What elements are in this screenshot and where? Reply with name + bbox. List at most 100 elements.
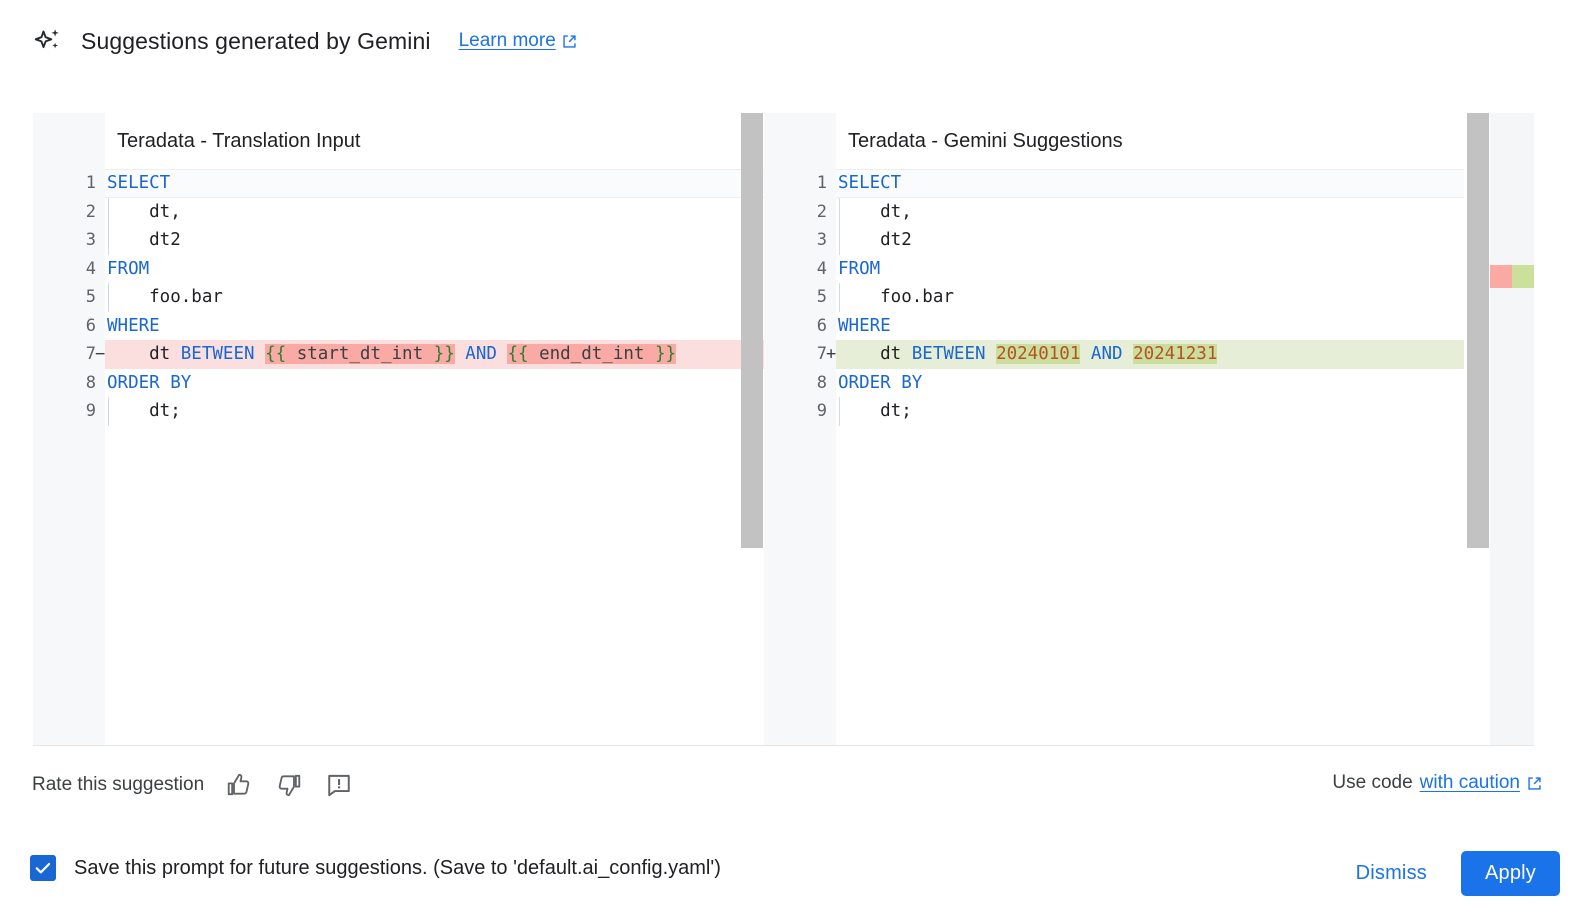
thumb-down-icon[interactable] (274, 770, 304, 800)
line-number: 5 (816, 287, 827, 307)
code-token (1080, 344, 1091, 364)
code-token: dt2 (838, 230, 912, 250)
code-token: FROM (107, 258, 150, 279)
page-title: Suggestions generated by Gemini (81, 27, 431, 54)
code-token: BETWEEN (911, 344, 986, 364)
code-area-left[interactable]: Teradata - Translation Input SELECT dt, … (105, 113, 764, 745)
code-token: dt2 (107, 230, 181, 250)
diff-marker: + (826, 344, 837, 364)
code-token: {{ (507, 344, 529, 364)
code-token: WHERE (838, 315, 891, 336)
sparkle-icon (30, 24, 64, 58)
indent-guide (108, 197, 109, 226)
code-line[interactable]: SELECT (105, 169, 764, 198)
code-line[interactable]: dt, (105, 197, 764, 226)
code-line[interactable]: dt BETWEEN {{ start_dt_int }} AND {{ end… (105, 340, 764, 369)
line-number: 3 (85, 230, 96, 250)
code-line[interactable]: dt; (836, 397, 1464, 426)
line-number: 6 (85, 315, 96, 336)
code-line[interactable]: ORDER BY (836, 369, 1464, 398)
code-line[interactable]: dt, (836, 197, 1464, 226)
diff-overview-ruler[interactable] (1489, 113, 1534, 745)
thumb-up-icon[interactable] (224, 770, 254, 800)
with-caution-link[interactable]: with caution (1419, 772, 1520, 793)
indent-guide (839, 197, 840, 226)
scrollbar-left[interactable] (741, 113, 763, 745)
code-line[interactable]: foo.bar (105, 283, 764, 312)
indent-guide (839, 397, 840, 426)
line-number: 7− (33, 340, 106, 369)
code-token (1123, 344, 1134, 364)
code-line[interactable]: FROM (836, 255, 1464, 284)
code-token: AND (1090, 344, 1123, 364)
use-code-prefix: Use code (1332, 772, 1413, 793)
pane-title-right: Teradata - Gemini Suggestions (848, 130, 1123, 152)
line-number: 1 (816, 173, 827, 193)
code-line[interactable]: dt2 (836, 226, 1464, 255)
overview-marker-deletion (1490, 265, 1512, 288)
line-number: 6 (816, 315, 827, 336)
diff-viewer: 1 2 3 4 5 6 7− 8 9 Teradata - Translation Input … (33, 113, 1534, 746)
code-token: dt, (838, 201, 912, 222)
line-number: 8 (816, 372, 827, 393)
external-link-icon (562, 34, 577, 49)
scrollbar-thumb-right[interactable] (1467, 113, 1489, 548)
code-token (497, 344, 508, 364)
use-code-notice: Use code with caution (1332, 772, 1542, 794)
pane-title-left: Teradata - Translation Input (117, 130, 361, 152)
learn-more-link[interactable]: Learn more (459, 30, 577, 52)
code-line[interactable]: ORDER BY (105, 369, 764, 398)
diff-pane-suggestion: 1 2 3 4 5 6 7+ 8 9 Teradata - Gemini Suggestions… (764, 113, 1464, 745)
code-line[interactable]: foo.bar (836, 283, 1464, 312)
scrollbar-thumb-left[interactable] (741, 113, 763, 548)
code-token: SELECT (838, 173, 902, 193)
dismiss-button[interactable]: Dismiss (1342, 852, 1441, 895)
save-prompt-checkbox[interactable] (30, 855, 56, 881)
scrollbar-right[interactable] (1467, 113, 1489, 745)
indent-guide (839, 283, 840, 312)
code-area-right[interactable]: Teradata - Gemini Suggestions SELECT dt,… (836, 113, 1464, 745)
code-token: end_dt_int (528, 344, 655, 364)
code-token: foo.bar (838, 287, 954, 307)
code-line[interactable]: dt; (105, 397, 764, 426)
external-link-icon (1527, 776, 1542, 791)
code-token (255, 344, 266, 364)
code-token: {{ (265, 344, 287, 364)
code-token: WHERE (107, 315, 160, 336)
code-token: }} (433, 344, 455, 364)
overview-marker-addition (1512, 265, 1534, 288)
code-token: start_dt_int (286, 344, 434, 364)
code-token: SELECT (107, 173, 171, 193)
panel-header: Suggestions generated by Gemini Learn mo… (30, 24, 577, 58)
code-line[interactable]: SELECT (836, 169, 1464, 198)
line-number: 2 (85, 201, 96, 222)
save-prompt-row: Save this prompt for future suggestions.… (30, 855, 721, 881)
code-line[interactable]: WHERE (836, 312, 1464, 341)
diff-marker: − (95, 344, 106, 364)
line-number: 4 (816, 258, 827, 279)
line-number: 7+ (764, 340, 837, 369)
code-line[interactable]: WHERE (105, 312, 764, 341)
indent-guide (108, 283, 109, 312)
code-line[interactable]: FROM (105, 255, 764, 284)
line-number: 1 (85, 173, 96, 193)
rate-label: Rate this suggestion (32, 774, 205, 795)
line-number: 3 (816, 230, 827, 250)
code-line[interactable]: dt2 (105, 226, 764, 255)
code-token: dt, (107, 201, 181, 222)
code-token: AND (465, 344, 497, 364)
line-number: 4 (85, 258, 96, 279)
line-number-gutter-right: 1 2 3 4 5 6 7+ 8 9 (764, 113, 836, 745)
indent-guide (108, 397, 109, 426)
code-token: FROM (838, 258, 881, 279)
line-number: 5 (85, 287, 96, 307)
code-token (455, 344, 466, 364)
report-feedback-icon[interactable] (324, 770, 354, 800)
code-line[interactable]: dt BETWEEN 20240101 AND 20241231 (836, 340, 1464, 369)
line-number: 9 (816, 401, 827, 421)
apply-button[interactable]: Apply (1460, 851, 1560, 896)
line-number: 2 (816, 201, 827, 222)
code-token: dt (838, 344, 912, 364)
